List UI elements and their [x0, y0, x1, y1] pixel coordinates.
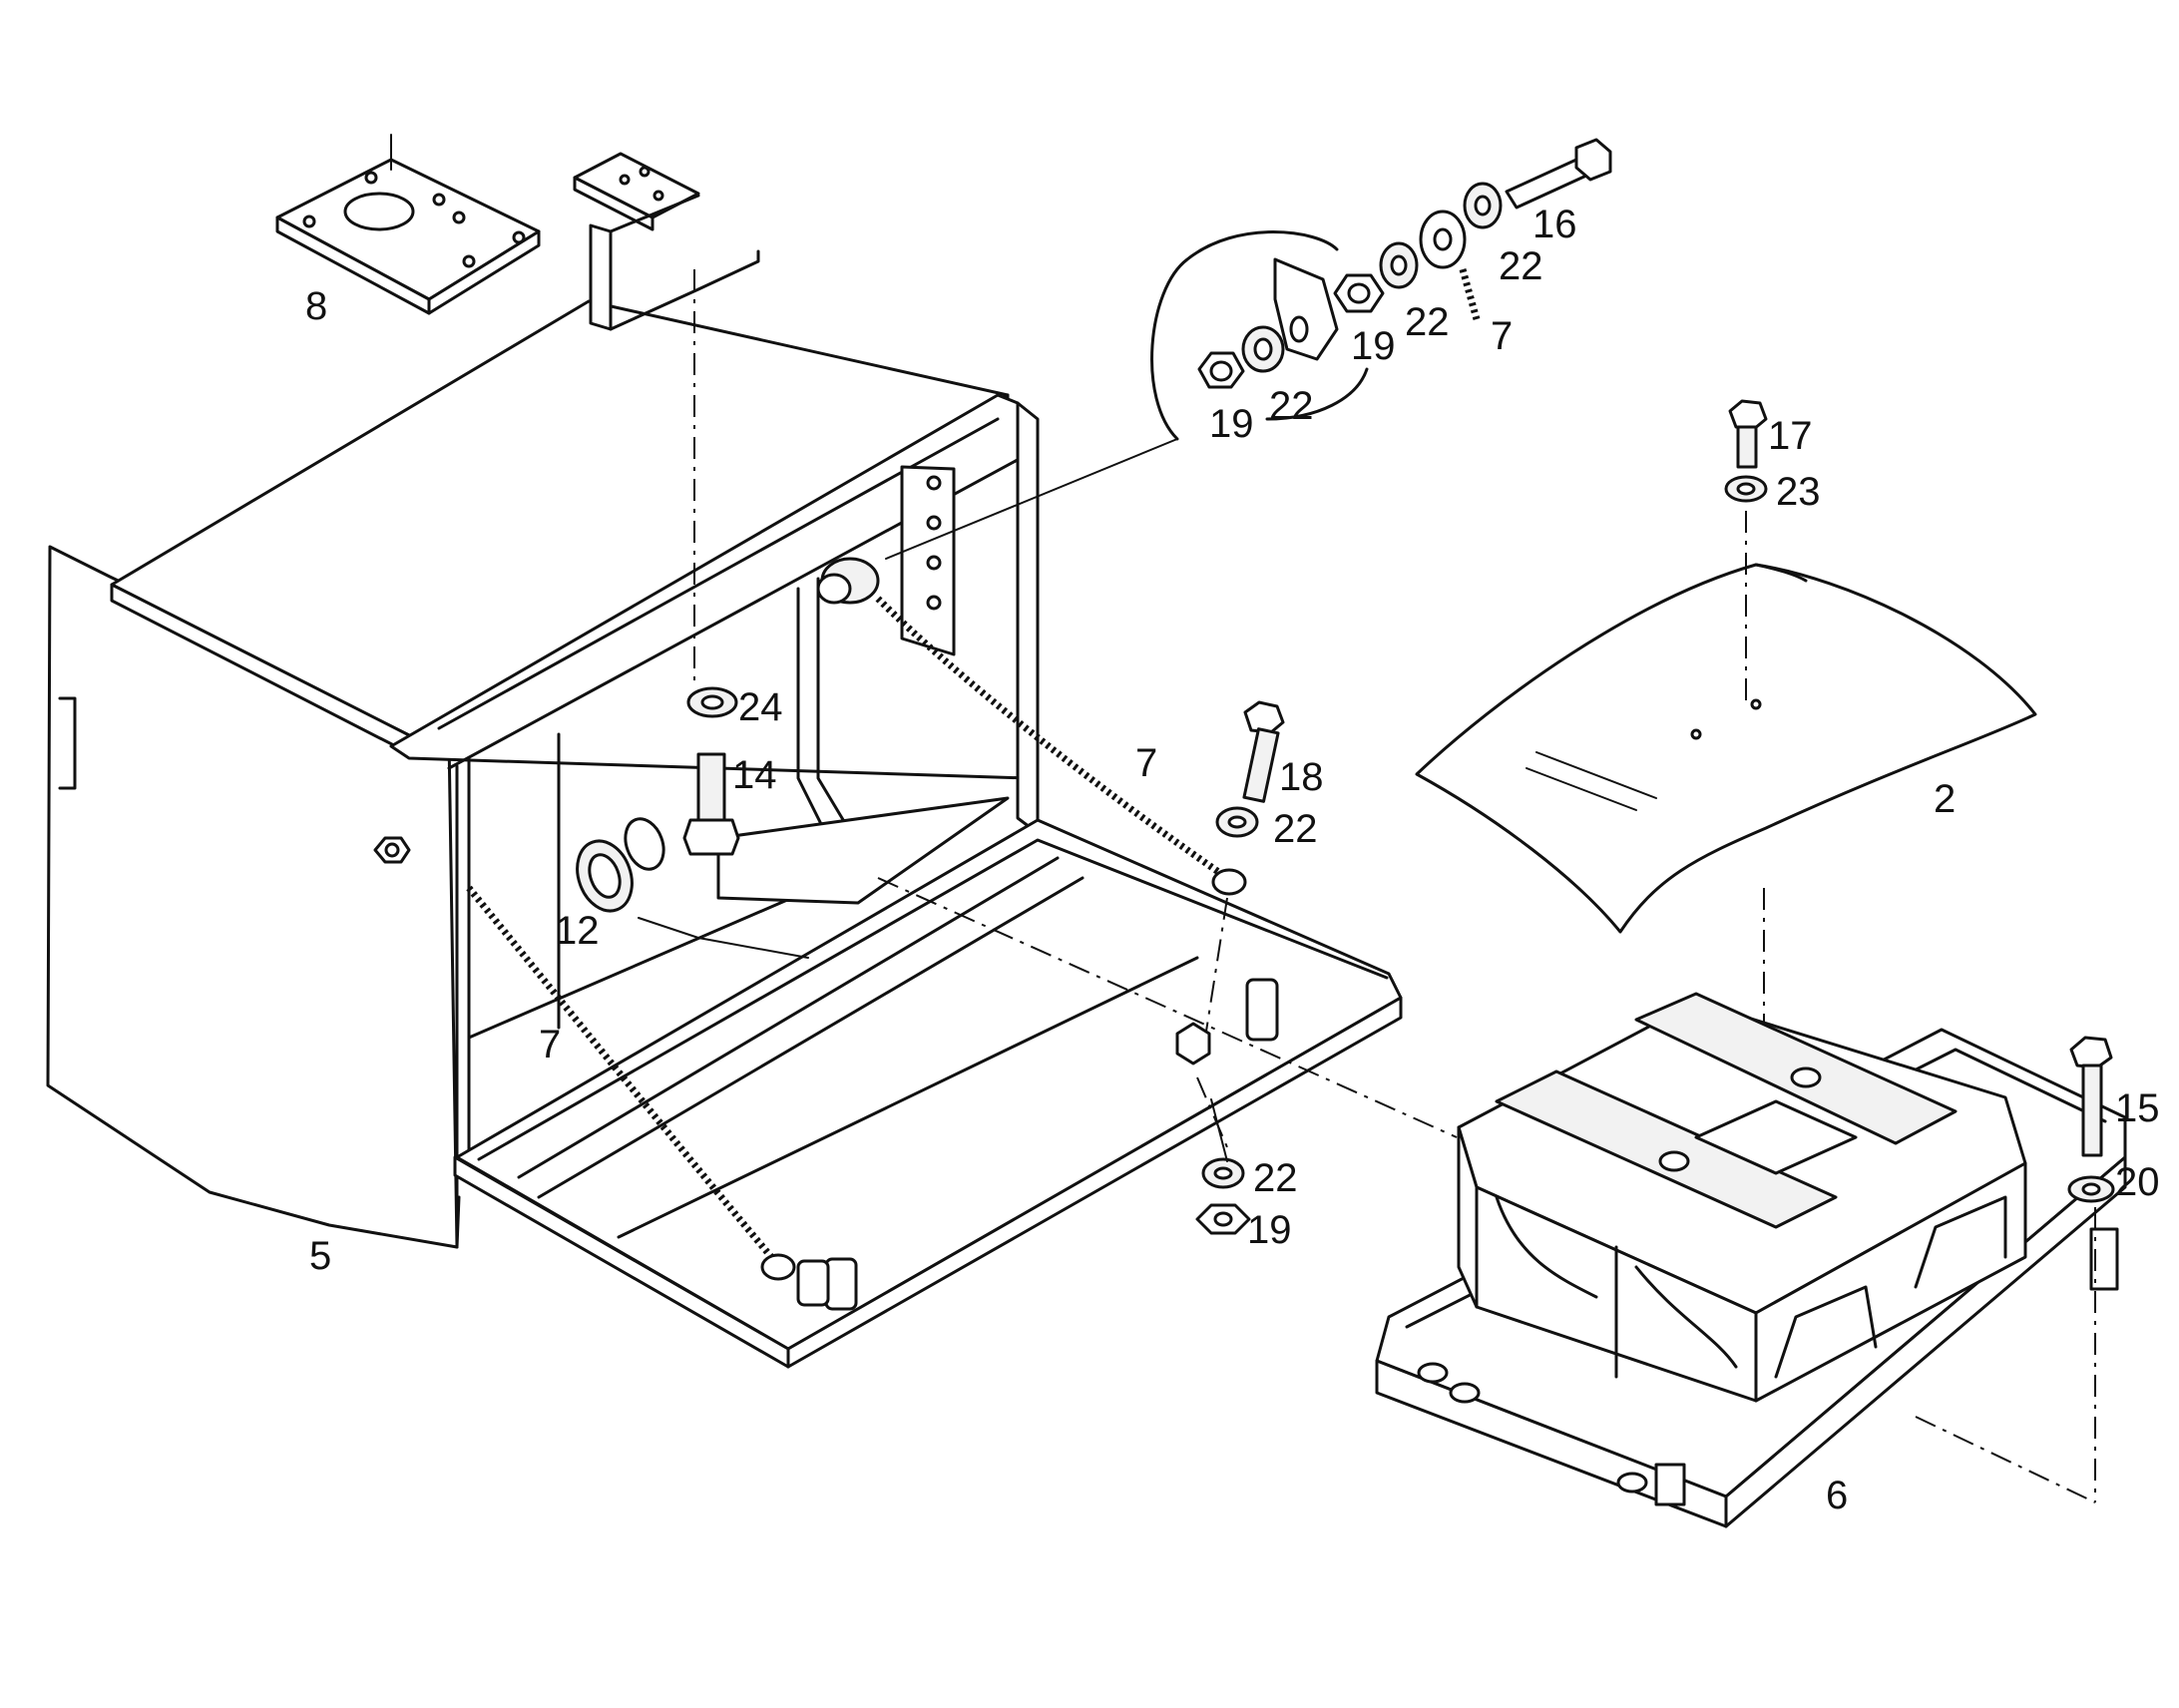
center-line-19	[1196, 1076, 1228, 1148]
label-5: 5	[309, 1234, 331, 1278]
cable-right-part-7	[875, 596, 1229, 881]
nut-clamp	[1175, 1022, 1211, 1066]
leader-22c	[1210, 1098, 1228, 1162]
label-14: 14	[732, 753, 777, 797]
label-20: 20	[2115, 1160, 2160, 1204]
label-7-left-cable: 7	[539, 1023, 561, 1067]
label-24: 24	[738, 685, 783, 729]
label-19-lower: 19	[1247, 1208, 1292, 1252]
label-19-exploded: 19	[1351, 324, 1396, 368]
nut-part-19-b	[1333, 273, 1385, 313]
bolt-part-18	[1242, 700, 1285, 803]
washer-part-22-b	[1215, 806, 1259, 838]
label-22-lower: 22	[1253, 1156, 1298, 1200]
center-line-tray	[877, 877, 1458, 1138]
label-22-bolt18: 22	[1273, 807, 1318, 851]
washer-part-22-c	[1201, 1157, 1245, 1189]
label-22-exploded-b: 22	[1499, 244, 1543, 288]
detail-callout	[1150, 230, 1369, 441]
top-bracket	[573, 152, 700, 231]
leader-detail	[885, 438, 1178, 560]
label-15: 15	[2115, 1086, 2160, 1130]
bolt-part-14	[682, 752, 740, 856]
gasket-part-12	[576, 817, 809, 959]
washer-part-24	[686, 686, 738, 718]
cover-part-2	[1415, 563, 2037, 934]
label-22-exploded-a: 22	[1405, 300, 1450, 344]
washer-part-22-d	[1379, 241, 1419, 289]
label-16: 16	[1532, 203, 1577, 246]
cable-lug	[1211, 868, 1247, 896]
cable-lug-part-7	[1419, 210, 1481, 320]
label-7-lug: 7	[1491, 314, 1513, 358]
label-12: 12	[555, 909, 600, 953]
label-6: 6	[1826, 1474, 1848, 1517]
center-line-tray-b	[1915, 1416, 2096, 1503]
bolt-part-17	[1728, 399, 1768, 469]
bolt-part-15	[2069, 1036, 2113, 1157]
ground-terminal	[816, 557, 880, 605]
cable-lug-lower	[760, 1253, 796, 1281]
label-19-detail: 19	[1209, 402, 1254, 446]
washer-part-23	[1724, 475, 1768, 503]
washer-part-22-e	[1463, 182, 1503, 229]
label-2: 2	[1934, 777, 1956, 821]
label-7-right-cable: 7	[1135, 741, 1157, 785]
label-22-detail: 22	[1269, 384, 1314, 428]
washer-part-20	[2067, 1175, 2115, 1203]
battery-box-part-5	[46, 194, 1403, 1369]
nut-part-19-c	[1195, 1203, 1251, 1235]
mounting-plate-part-8	[275, 134, 541, 315]
label-8: 8	[305, 284, 327, 328]
label-23: 23	[1776, 470, 1821, 514]
label-17: 17	[1768, 414, 1813, 458]
bolt-part-16	[1505, 138, 1612, 210]
label-18: 18	[1279, 755, 1324, 799]
battery	[1457, 992, 2027, 1403]
